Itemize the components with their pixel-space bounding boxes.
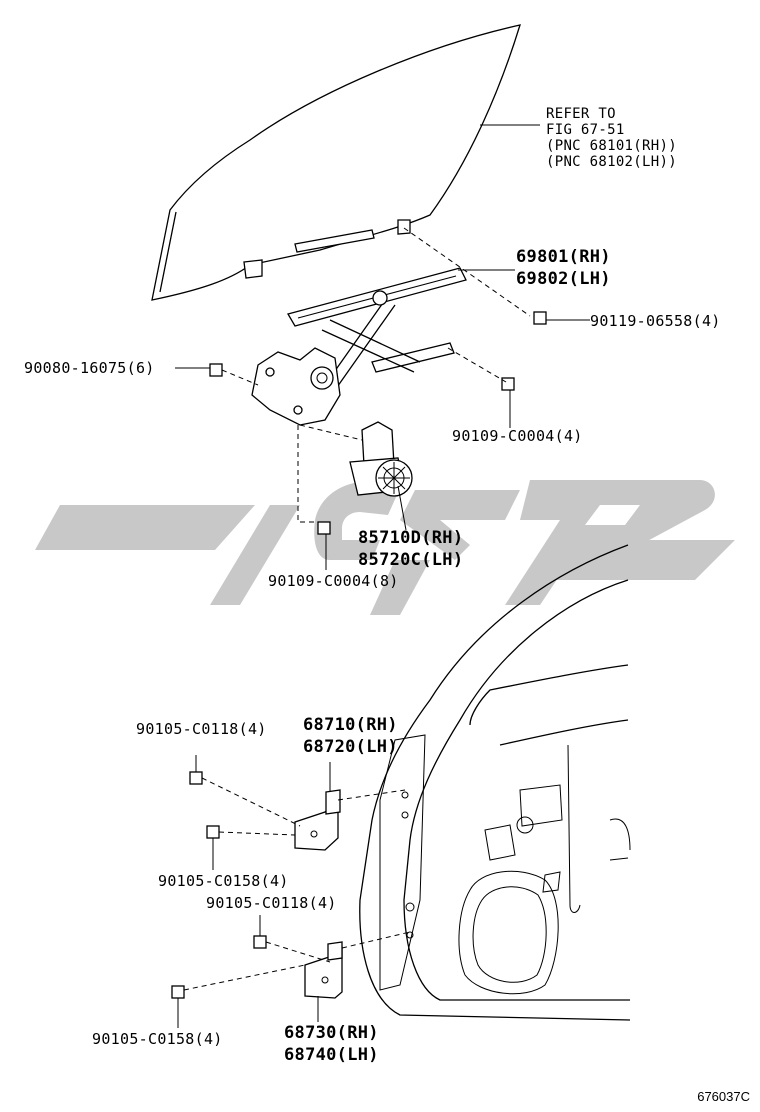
refer-note: REFER TO FIG 67-51 (PNC 68101(RH)) (PNC …: [546, 106, 677, 170]
window-regulator: [287, 267, 467, 391]
motor-callout[interactable]: 85710D(RH) 85720C(LH): [358, 527, 463, 571]
regulator-callout-lh: 69802(LH): [516, 269, 611, 289]
figure-code: 676037C: [697, 1089, 750, 1104]
upper-bolt-a-callout[interactable]: 90105-C0118(4): [136, 720, 267, 738]
refer-note-line-2: FIG 67-51: [546, 122, 625, 138]
refer-note-line-3: (PNC 68101(RH)): [546, 138, 677, 154]
lower-door-hinge: [304, 941, 343, 999]
regulator-motor: [349, 421, 413, 497]
regulator-callout[interactable]: 69801(RH) 69802(LH): [516, 246, 611, 290]
bolt-regulator-callout[interactable]: 90119-06558(4): [590, 312, 721, 330]
bolt-motor-callout[interactable]: 90109-C0004(8): [268, 572, 399, 590]
refer-note-line-4: (PNC 68102(LH)): [546, 154, 677, 170]
upper-hinge-callout[interactable]: 68710(RH) 68720(LH): [303, 714, 398, 758]
motor-callout-rh: 85710D(RH): [358, 528, 464, 548]
regulator-base: [251, 347, 341, 426]
refer-note-line-1: REFER TO: [546, 106, 616, 122]
bolt-right-callout[interactable]: 90109-C0004(4): [452, 427, 583, 445]
upper-bolt-b-callout[interactable]: 90105-C0158(4): [158, 872, 289, 890]
lower-bolt-b-callout[interactable]: 90105-C0158(4): [92, 1030, 223, 1048]
assembly-guides: [183, 227, 531, 991]
door-frame: [359, 544, 631, 1021]
watermark-logo: [35, 480, 735, 615]
upper-door-hinge: [294, 789, 341, 851]
upper-hinge-callout-rh: 68710(RH): [303, 715, 398, 735]
leader-lines: [175, 124, 590, 1028]
upper-hinge-callout-lh: 68720(LH): [303, 737, 398, 757]
lower-bolt-a-callout[interactable]: 90105-C0118(4): [206, 894, 337, 912]
lower-hinge-callout-lh: 68740(LH): [284, 1045, 379, 1065]
door-glass: [151, 24, 521, 301]
lower-hinge-callout[interactable]: 68730(RH) 68740(LH): [284, 1022, 379, 1066]
bolt-left-callout[interactable]: 90080-16075(6): [24, 359, 155, 377]
regulator-callout-rh: 69801(RH): [516, 247, 611, 267]
motor-callout-lh: 85720C(LH): [358, 550, 464, 570]
lower-hinge-callout-rh: 68730(RH): [284, 1023, 379, 1043]
